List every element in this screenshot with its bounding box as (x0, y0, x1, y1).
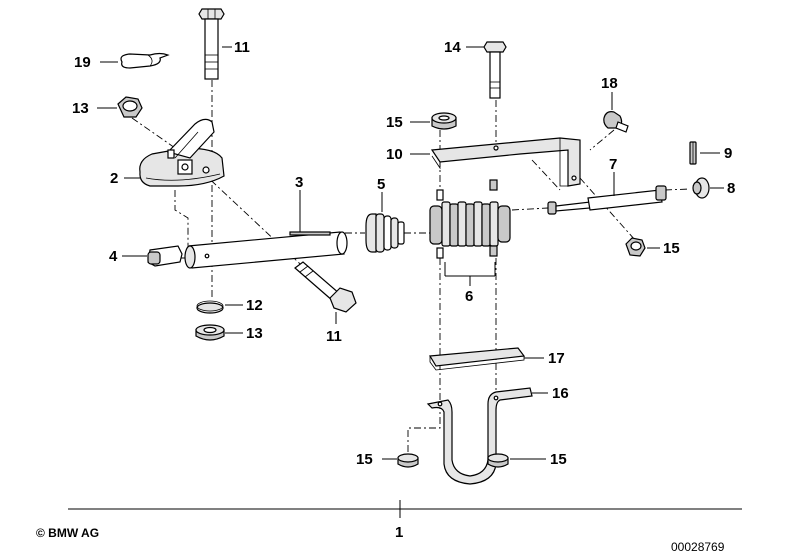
part-5-bellows (365, 213, 405, 253)
leader-lines (97, 46, 724, 460)
part-2-coupling-head (139, 118, 225, 187)
callout-labels: 19 11 13 2 3 4 12 13 11 5 14 15 10 18 7 … (72, 39, 735, 468)
part-7-rod (547, 185, 667, 215)
part-13-nut-bottom (195, 324, 225, 341)
part-3-drawbar-tube (184, 231, 348, 269)
callout-13-top: 13 (72, 100, 89, 117)
part-14-bolt (483, 41, 507, 99)
callout-18: 18 (601, 75, 618, 92)
callout-16: 16 (552, 385, 569, 402)
callout-15-upper: 15 (386, 114, 403, 131)
part-11-bolt-diagonal (294, 261, 357, 313)
callout-15-bottom-left: 15 (356, 451, 373, 468)
assembly-number: 1 (395, 524, 403, 541)
part-6-damper-block (429, 179, 511, 277)
part-9-pin (689, 141, 697, 165)
part-4-bracket (147, 245, 183, 267)
callout-9: 9 (724, 145, 732, 162)
callout-15-bottom-right: 15 (550, 451, 567, 468)
assembly-lines (131, 80, 691, 455)
part-10-bracket (430, 137, 581, 187)
callout-11-bottom: 11 (326, 328, 342, 345)
part-11-bolt-vertical (198, 8, 225, 80)
drawing-number: 00028769 (671, 540, 725, 554)
callout-11-top: 11 (234, 39, 250, 56)
callout-13-bottom: 13 (246, 325, 263, 342)
callout-2: 2 (110, 170, 118, 187)
callout-15-right: 15 (663, 240, 680, 257)
callout-5: 5 (377, 176, 385, 193)
callout-19: 19 (74, 54, 91, 71)
callout-8: 8 (727, 180, 735, 197)
callout-3: 3 (295, 174, 303, 191)
part-8-end-cap (692, 177, 710, 199)
part-18-buffer (603, 111, 629, 133)
assembly-baseline: 1 (68, 500, 742, 541)
callout-6: 6 (465, 288, 473, 305)
part-17-channel (428, 347, 526, 371)
part-16-u-strap (426, 387, 533, 485)
part-13-nut-top (117, 96, 143, 118)
part-15-bushing-upper (431, 112, 457, 130)
part-15-nut-right (625, 237, 646, 257)
callout-7: 7 (609, 156, 617, 173)
part-15-bushing-bottom-right (487, 453, 509, 468)
callout-14: 14 (444, 39, 461, 56)
part-15-bushing-bottom-left (397, 453, 419, 468)
copyright-notice: © BMW AG (36, 526, 99, 540)
part-12-washer (196, 300, 224, 314)
callout-12: 12 (246, 297, 263, 314)
callout-4: 4 (109, 248, 118, 265)
callout-10: 10 (386, 146, 403, 163)
part-19-clip (120, 52, 170, 69)
callout-17: 17 (548, 350, 565, 367)
